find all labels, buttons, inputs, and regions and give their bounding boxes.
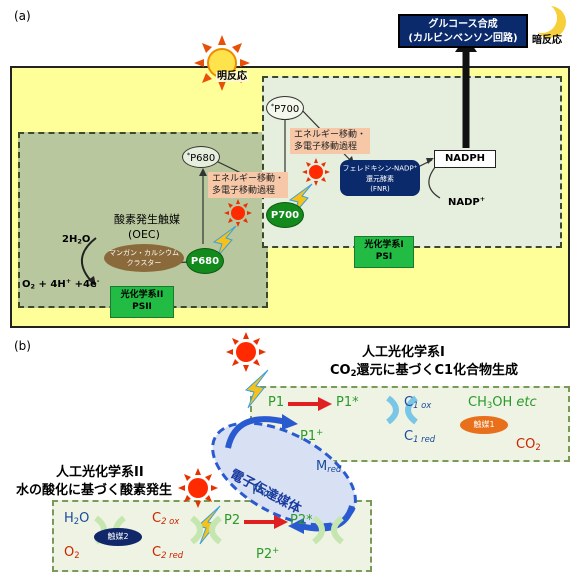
- calvin-line1: グルコース合成: [428, 19, 498, 30]
- energy-transfer-tag-psi: エネルギー移動・多電子移動過程: [290, 128, 371, 154]
- catalyst1: 触媒1: [460, 416, 508, 434]
- sun-icon: [302, 158, 330, 186]
- o2-label: O2: [64, 545, 80, 561]
- energy-transfer-tag-psii: エネルギー移動・多電子移動過程: [208, 172, 289, 198]
- calvin-line2: (カルビンベンソン回路): [408, 33, 518, 44]
- p1-excited-label: P1*: [336, 395, 359, 410]
- p2-label: P2: [224, 513, 241, 528]
- p1-label: P1: [268, 395, 285, 410]
- sun-icon: [226, 332, 266, 372]
- panel-a-label: (a): [14, 9, 31, 23]
- oec-cluster: マンガン・カルシウム クラスター: [104, 244, 184, 272]
- psii-region: [18, 132, 268, 308]
- m-red-label: Mred: [316, 459, 342, 475]
- co2-label: CO2: [516, 437, 541, 453]
- p680-excited: *P680: [182, 146, 220, 168]
- p2-excited-label: P2*: [290, 513, 313, 528]
- artificial-psi-subtitle: CO2還元に基づくC1化合物生成: [330, 363, 519, 379]
- catalyst2: 触媒2: [94, 528, 142, 546]
- h2o-label: H2O: [64, 511, 90, 527]
- artificial-psii-title: 人工光化学系II: [56, 465, 144, 480]
- nadp-plus-label: NADP+: [448, 195, 486, 208]
- panel-b-graphics: [94, 332, 418, 545]
- oec-title: 酸素発生触媒: [114, 213, 180, 226]
- sun-icon: [178, 468, 218, 508]
- methanol-label: CH3OH etc: [468, 395, 537, 411]
- p2-oxidized-label: P2+: [256, 545, 280, 563]
- panel-b-label: (b): [14, 339, 31, 353]
- nadph-box: NADPH: [434, 150, 496, 168]
- c1-ox-label: C1 ox: [404, 395, 432, 411]
- light-bolt-icon: [244, 369, 269, 409]
- p700-reaction-center: P700: [266, 202, 304, 228]
- oec-abbr: (OEC): [128, 228, 160, 241]
- sun-icon: [224, 199, 252, 227]
- c2-ox-label: C2 ox: [152, 511, 180, 527]
- water-reactant: 2H2O: [62, 234, 91, 246]
- artificial-psi-title: 人工光化学系I: [362, 345, 445, 360]
- panel-a-arrows: [81, 3, 566, 286]
- p700-excited: *P700: [266, 96, 304, 120]
- oxygen-products: O2 + 4H+ +4e-: [22, 277, 100, 291]
- moon-icon: [527, 3, 566, 38]
- fnr-box: フェレドキシン-NADP+ 還元酵素 (FNR): [340, 160, 420, 196]
- light-reaction-label: 明反応: [216, 71, 248, 82]
- p1-oxidized-label: P1+: [300, 427, 324, 445]
- c1-red-label: C1 red: [404, 429, 436, 445]
- dark-reaction-label: 暗反応: [532, 35, 562, 46]
- calvin-cycle-box: グルコース合成 (カルビンベンソン回路): [398, 14, 528, 48]
- p680-reaction-center: P680: [186, 248, 224, 274]
- c2-red-label: C2 red: [152, 545, 184, 561]
- sun-icon: [194, 35, 250, 91]
- nadph-label: NADPH: [444, 153, 486, 164]
- m-ox-label: Mox: [252, 483, 274, 499]
- artificial-psii-subtitle: 水の酸化に基づく酸素発生: [16, 483, 173, 498]
